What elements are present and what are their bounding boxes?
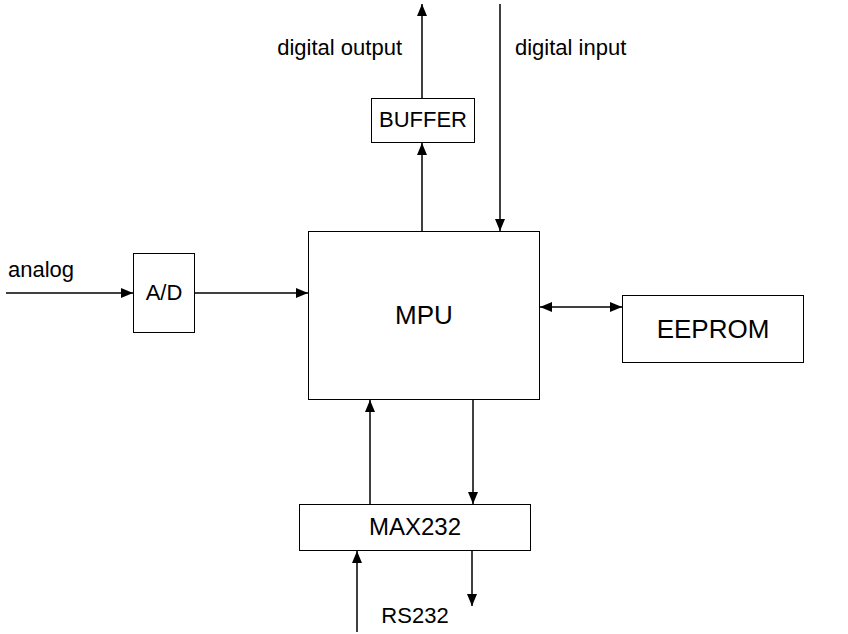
bus-arrow [540, 306, 622, 308]
signal-name: digital input [515, 36, 626, 60]
box-label: A/D [146, 281, 183, 305]
rs232-out-arrow [471, 551, 473, 606]
processor-box: MPU [308, 231, 540, 400]
box-label: BUFFER [379, 108, 467, 132]
io-wires [6, 4, 500, 632]
bus-arrow [472, 400, 474, 504]
input-arrow [499, 4, 501, 231]
driver-box: MAX232 [299, 504, 531, 551]
converter-box: A/D [133, 253, 195, 333]
bus-arrow [421, 143, 423, 231]
bus-arrow [369, 400, 371, 504]
bus-arrow [195, 292, 308, 294]
signal-name: analog [8, 258, 74, 282]
box-label: EEPROM [657, 315, 770, 344]
analog-arrow [6, 292, 133, 294]
memory-box: EEPROM [622, 295, 804, 363]
rs232-in-arrow [356, 551, 358, 632]
output-arrow [421, 4, 423, 98]
box-label: MPU [395, 301, 453, 330]
buffer-box: BUFFER [371, 98, 475, 143]
signal-name: digital output [277, 36, 402, 60]
box-label: MAX232 [369, 514, 461, 540]
port-name: RS232 [381, 604, 448, 628]
